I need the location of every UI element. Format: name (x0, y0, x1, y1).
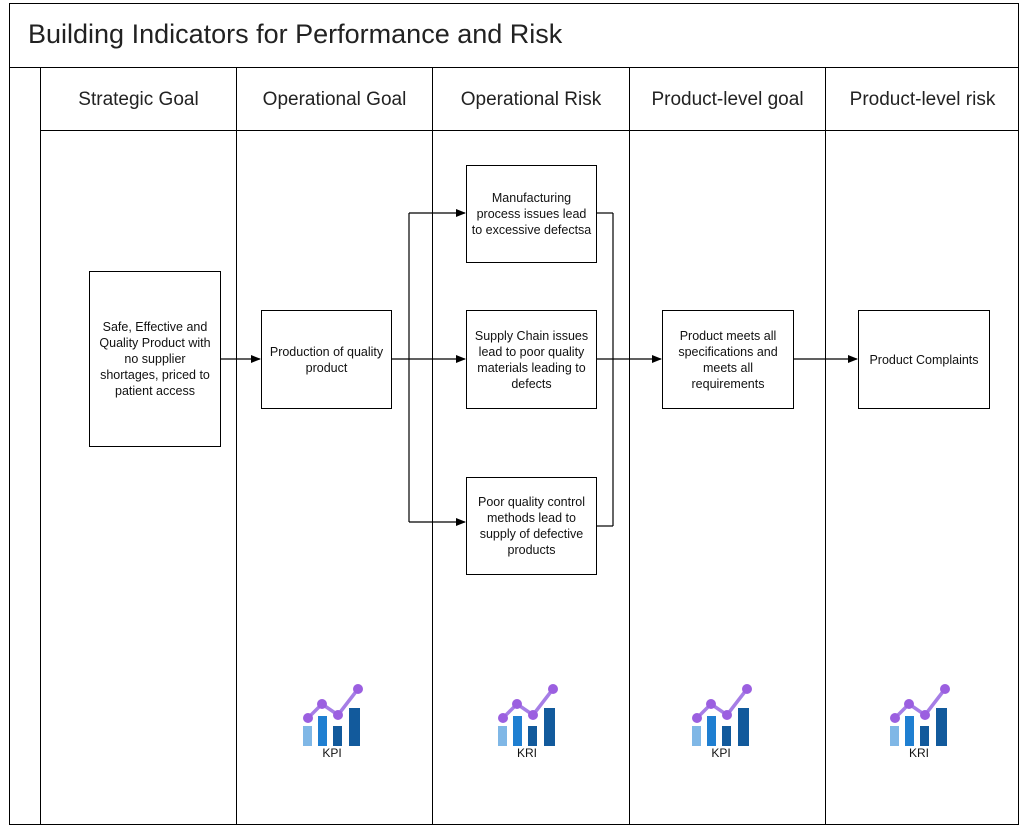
product-goal-box: Product meets all specifications and mee… (662, 310, 794, 409)
lane-divider (629, 68, 630, 825)
lane-title-operational-goal: Operational Goal (262, 89, 407, 110)
left-column-divider (40, 68, 41, 825)
operational-goal-box: Production of quality product (261, 310, 392, 409)
page-title: Building Indicators for Performance and … (28, 19, 563, 49)
indicator-label: KRI (516, 746, 537, 760)
manufacturing-risk-box: Manufacturing process issues lead to exc… (466, 165, 597, 263)
lane-title-product-level-risk: Product-level risk (849, 89, 996, 110)
kpi-chart-icon (692, 684, 752, 746)
indicator-label: KPI (711, 746, 731, 760)
lane-title-strategic-goal: Strategic Goal (78, 89, 199, 110)
lane-header-divider (40, 130, 1019, 131)
kri-chart-icon (498, 684, 558, 746)
kpi-chart-icon (303, 684, 363, 746)
supply-chain-risk-box: Supply Chain issues lead to poor quality… (466, 310, 597, 409)
indicator-label: KRI (908, 746, 929, 760)
quality-control-risk-box: Poor quality control methods lead to sup… (466, 477, 597, 575)
kri-chart-icon (890, 684, 950, 746)
lane-divider (825, 68, 826, 825)
lane-title-operational-risk: Operational Risk (460, 89, 602, 110)
title-bar: Building Indicators for Performance and … (9, 3, 1019, 68)
indicator-label: KPI (322, 746, 342, 760)
product-risk-box: Product Complaints (858, 310, 990, 409)
lane-title-product-level-goal: Product-level goal (651, 89, 804, 110)
lane-divider (432, 68, 433, 825)
lane-divider (236, 68, 237, 825)
strategic-goal-box: Safe, Effective and Quality Product with… (89, 271, 221, 447)
